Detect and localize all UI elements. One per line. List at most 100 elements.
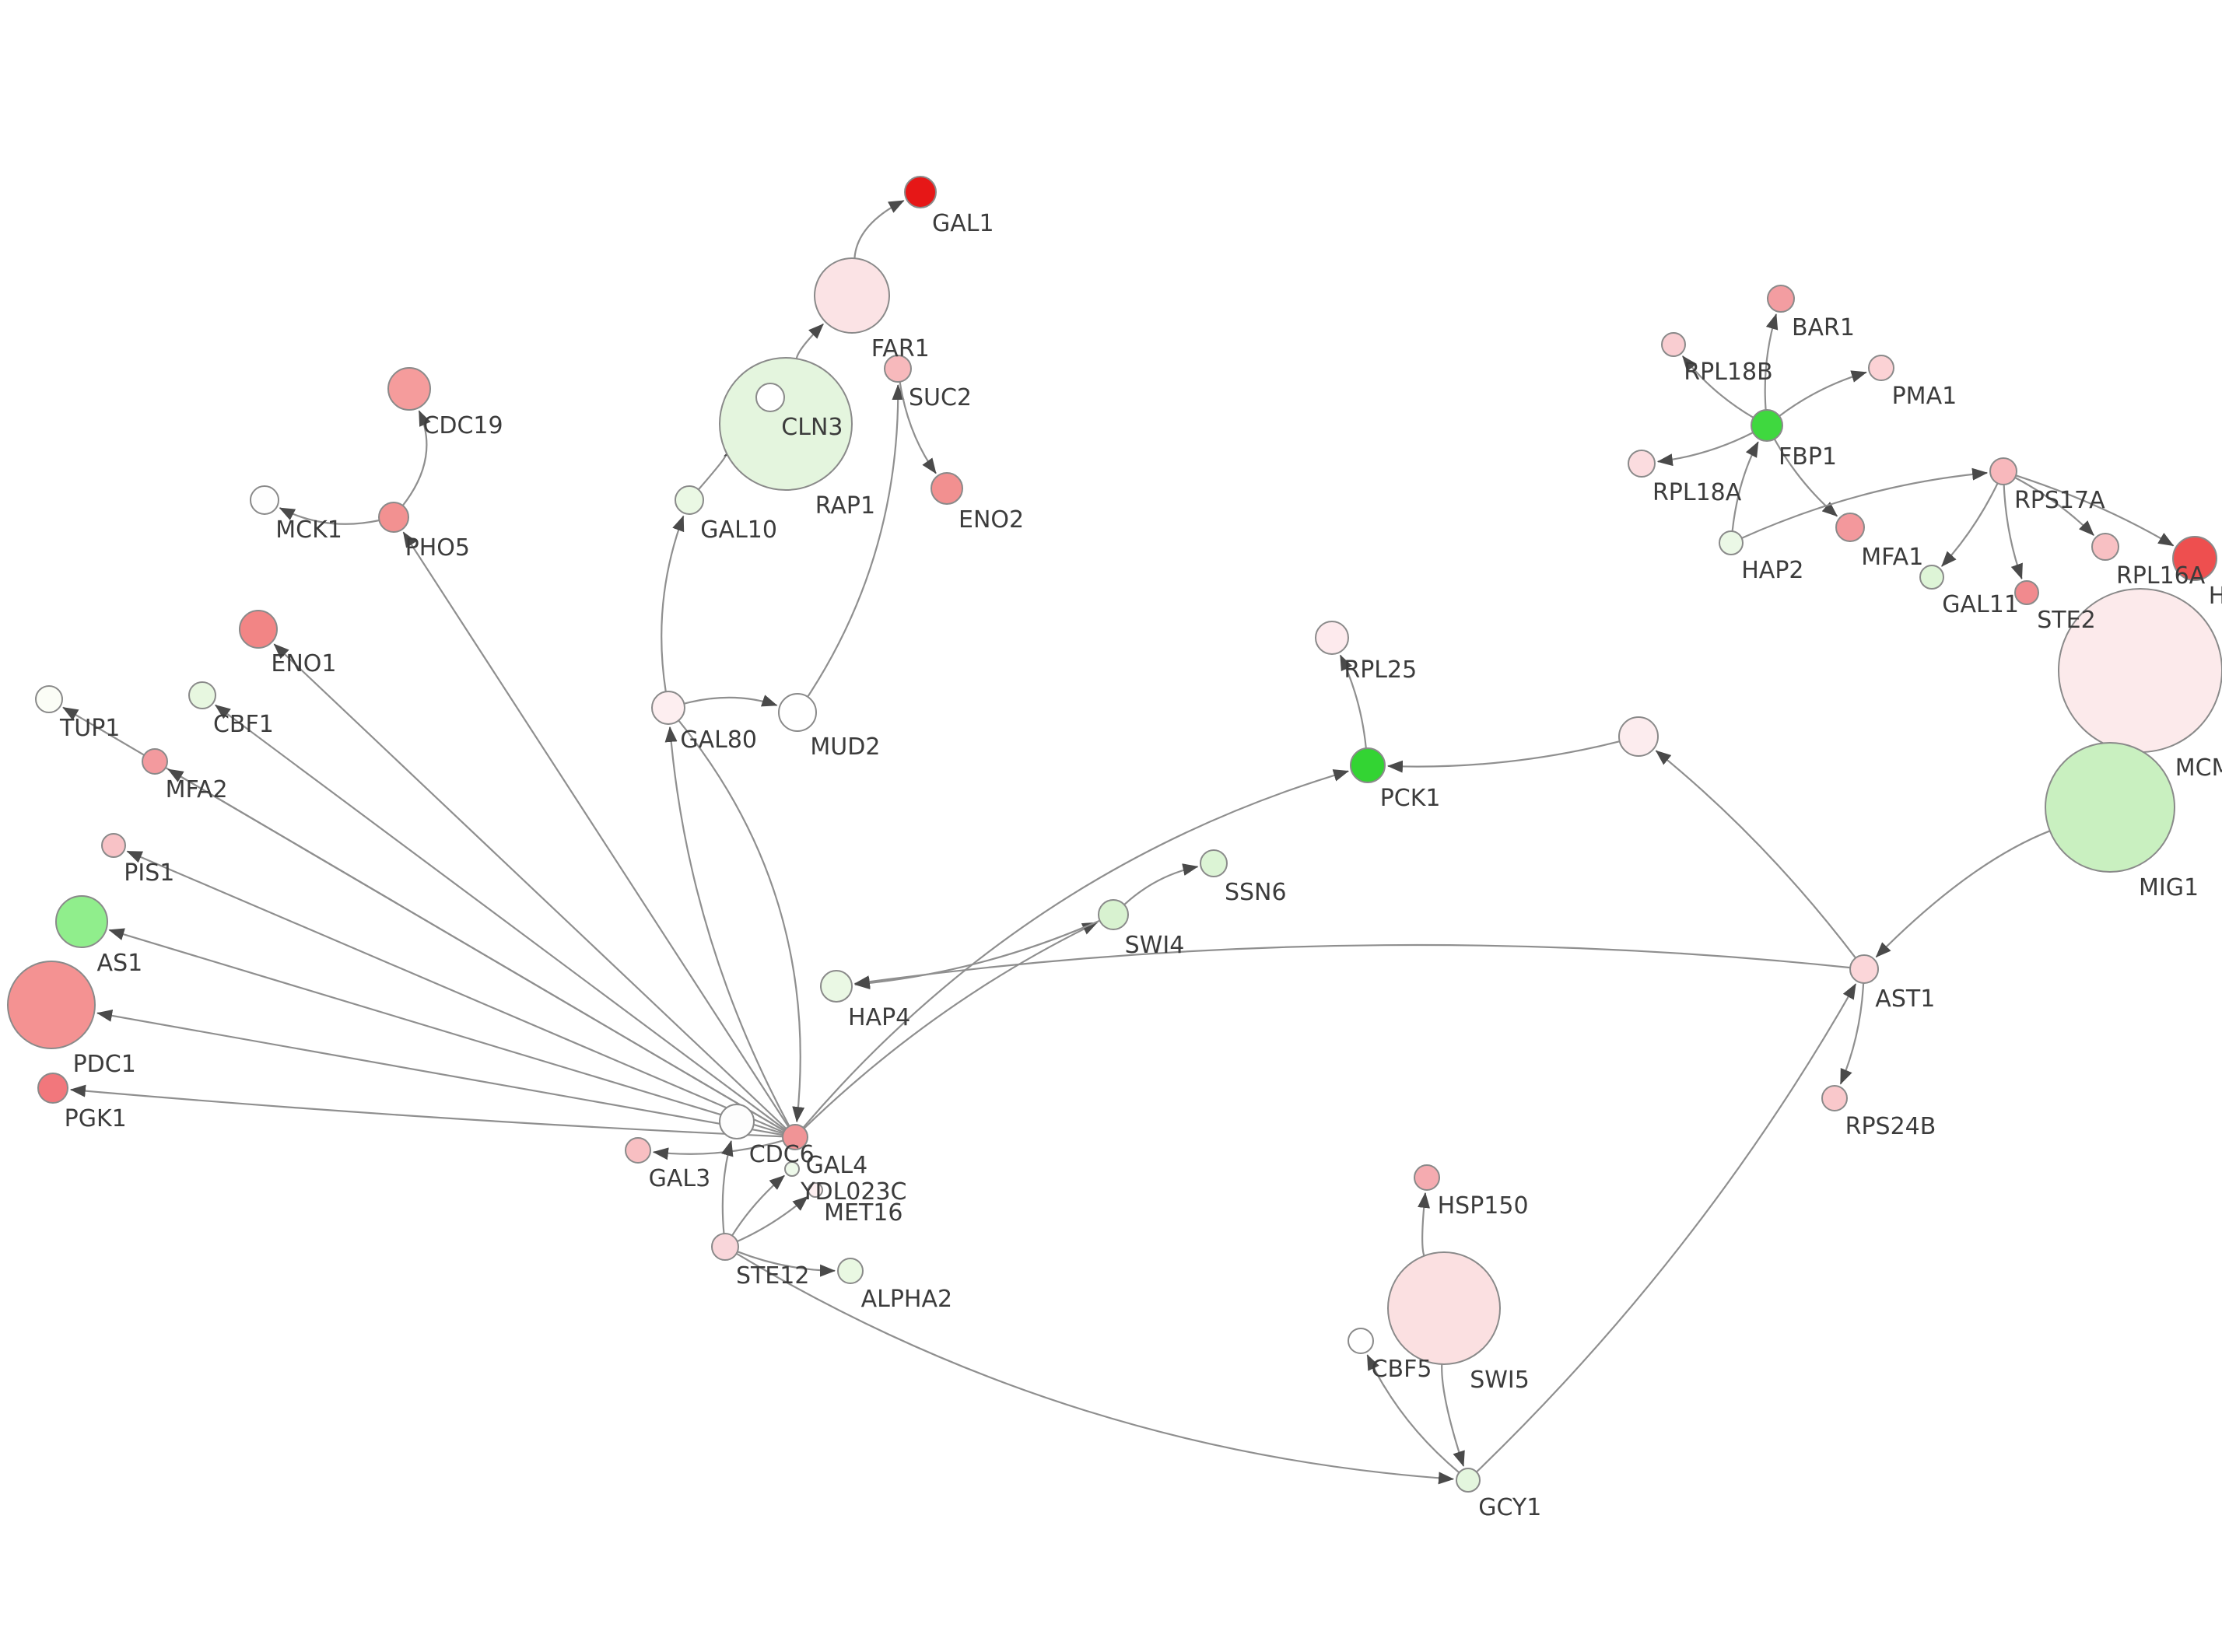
edge-AST1-RPS24B[interactable] [1839, 982, 1865, 1085]
node-FBP1[interactable] [1751, 409, 1783, 442]
node-PGK1[interactable] [37, 1073, 68, 1104]
node-PMA1[interactable] [1868, 355, 1894, 381]
node-RAP1[interactable] [719, 357, 853, 491]
edge-GAL4-PCK1[interactable] [802, 769, 1350, 1129]
edge-GAL4-ENO1[interactable] [273, 643, 787, 1129]
edge-AST1-N44[interactable] [1655, 750, 1856, 959]
edge-GCY1-CBF5[interactable] [1366, 1354, 1460, 1474]
edge-GAL4-AS1[interactable] [108, 928, 783, 1135]
edge-FAR1-GAL1[interactable] [853, 199, 905, 259]
edge-RPS17A-STE2[interactable] [2003, 484, 2023, 580]
edge-MUD2-SUC2[interactable] [807, 383, 905, 698]
node-HAP2[interactable] [1719, 530, 1744, 555]
edge-N44-PCK1[interactable] [1386, 740, 1621, 773]
edge-FBP1-RPL18A[interactable] [1656, 432, 1754, 467]
edge-RAP1-FAR1[interactable] [795, 323, 824, 359]
edge-GAL10-RAP1[interactable] [697, 443, 741, 491]
edge-PHO5-MCK1[interactable] [279, 507, 380, 525]
node-MFA1[interactable] [1835, 513, 1865, 542]
node-RPS17A[interactable] [1989, 457, 2017, 485]
node-SWI5[interactable] [1387, 1251, 1501, 1365]
edge-RPS17A-GAL11[interactable] [1940, 482, 1999, 567]
node-SUC2[interactable] [884, 355, 912, 383]
node-TUP1[interactable] [35, 685, 63, 713]
node-CBF1[interactable] [188, 681, 216, 709]
edge-GAL4-GAL3[interactable] [652, 1139, 783, 1160]
node-MUD2[interactable] [778, 693, 817, 732]
edge-GAL4-MFA2[interactable] [167, 768, 785, 1132]
edge-FBP1-RPL18B[interactable] [1681, 355, 1754, 418]
edge-HAP2-RPS17A[interactable] [1741, 467, 1989, 539]
node-RPL18B[interactable] [1661, 332, 1686, 357]
node-HAP4[interactable] [820, 970, 853, 1003]
node-PCK1[interactable] [1350, 747, 1386, 783]
node-AS1[interactable] [55, 895, 108, 948]
edge-FBP1-MFA1[interactable] [1773, 438, 1838, 517]
node-BAR1[interactable] [1767, 285, 1795, 313]
edge-RPS17A-RPL16A[interactable] [2014, 477, 2094, 536]
node-STE12[interactable] [711, 1233, 739, 1261]
node-GAL4[interactable] [782, 1124, 808, 1150]
node-GAL10[interactable] [675, 485, 704, 515]
edge-GAL4-GAL80[interactable] [664, 726, 790, 1127]
node-RPL18A[interactable] [1628, 450, 1656, 478]
edge-GAL4-PGK1[interactable] [69, 1084, 783, 1138]
edge-FBP1-BAR1[interactable] [1764, 313, 1779, 411]
edge-GAL80-MUD2[interactable] [684, 695, 778, 707]
node-PIS1[interactable] [101, 833, 126, 858]
edge-AST1-HAP4[interactable] [853, 943, 1851, 989]
node-MIG1[interactable] [2045, 742, 2175, 873]
node-SWI4[interactable] [1098, 899, 1129, 930]
edge-STE12-ALPHA2[interactable] [737, 1251, 836, 1277]
edge-PCK1-RPL25[interactable] [1339, 654, 1367, 749]
edge-GAL4-SWI4[interactable] [803, 922, 1099, 1129]
node-RPS24B[interactable] [1821, 1085, 1848, 1111]
edge-STE12-GCY1[interactable] [736, 1252, 1455, 1485]
edge-GAL4-PIS1[interactable] [126, 850, 784, 1133]
node-CDC19[interactable] [387, 367, 431, 411]
node-SSN6[interactable] [1200, 849, 1228, 877]
node-PHO5[interactable] [378, 502, 409, 533]
node-STE2[interactable] [2014, 580, 2039, 605]
node-CDC6[interactable] [719, 1104, 755, 1139]
node-GAL80[interactable] [651, 691, 685, 725]
node-GAL1[interactable] [904, 176, 937, 208]
edge-FBP1-PMA1[interactable] [1779, 370, 1867, 417]
edge-RPS17A-HIS4[interactable] [2015, 474, 2175, 547]
node-PDC1[interactable] [7, 961, 96, 1049]
node-CBF5[interactable] [1348, 1328, 1374, 1354]
edge-PHO5-CDC19[interactable] [401, 410, 431, 506]
node-N44[interactable] [1618, 716, 1659, 757]
node-YDL023C[interactable] [784, 1161, 800, 1177]
node-HSP150[interactable] [1414, 1164, 1440, 1191]
node-GAL3[interactable] [625, 1137, 651, 1164]
node-ALPHA2[interactable] [837, 1258, 864, 1284]
edge-SWI5-GCY1[interactable] [1441, 1363, 1465, 1467]
edge-HAP2-FBP1[interactable] [1731, 441, 1759, 532]
node-MCK1[interactable] [250, 485, 279, 515]
node-AST1[interactable] [1849, 954, 1879, 984]
edge-MIG1-AST1[interactable] [1875, 830, 2051, 958]
edge-GAL80-GAL4[interactable] [678, 719, 805, 1123]
node-GAL11[interactable] [1919, 565, 1944, 590]
node-FAR1[interactable] [814, 257, 890, 334]
edge-SUC2-ENO2[interactable] [899, 381, 937, 474]
edge-STE12-MET16[interactable] [737, 1195, 808, 1243]
edge-GAL4-CBF1[interactable] [215, 704, 786, 1131]
edge-GAL4-PDC1[interactable] [96, 1009, 783, 1136]
node-ENO2[interactable] [931, 472, 963, 505]
edge-STE12-YDL023C[interactable] [731, 1174, 785, 1237]
node-CLN3[interactable] [755, 383, 785, 412]
edge-STE12-CDC6[interactable] [721, 1140, 734, 1234]
edge-GAL4-PHO5[interactable] [402, 531, 790, 1128]
edge-SWI4-SSN6[interactable] [1123, 863, 1199, 905]
node-ENO1[interactable] [239, 610, 278, 649]
edge-GCY1-AST1[interactable] [1476, 983, 1857, 1473]
node-MFA2[interactable] [142, 748, 168, 775]
node-RPL16A[interactable] [2091, 533, 2119, 561]
node-HIS4[interactable] [2172, 536, 2217, 581]
edge-SWI5-HSP150[interactable] [1418, 1192, 1431, 1257]
node-MET16[interactable] [808, 1182, 823, 1198]
node-RPL25[interactable] [1315, 621, 1349, 655]
